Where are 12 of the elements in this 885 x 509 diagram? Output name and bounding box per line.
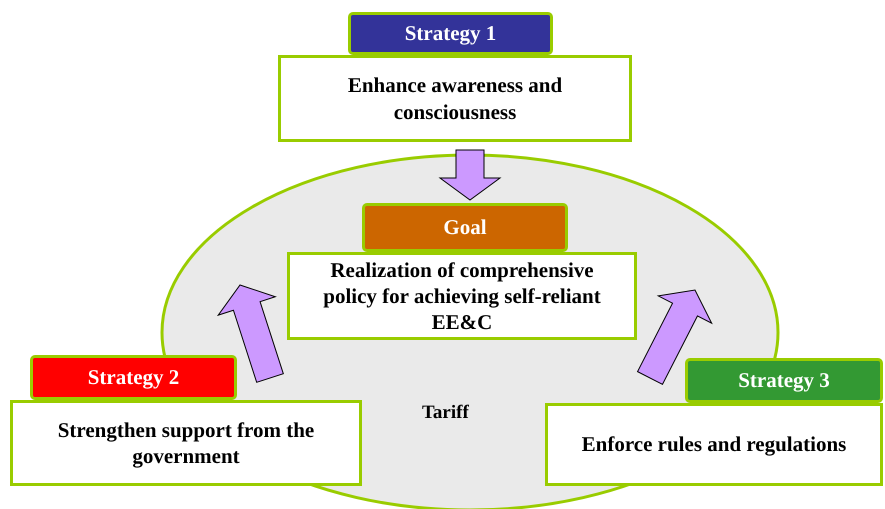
title-tab: Strategy 1: [348, 12, 553, 55]
text-box: Enhance awareness and consciousness: [278, 55, 632, 142]
title-tab: Strategy 3: [685, 358, 883, 403]
text-box: Enforce rules and regulations: [545, 403, 883, 486]
block-arrow: [438, 150, 502, 201]
text-box: Strengthen support from the government: [10, 400, 362, 486]
label-text: Tariff: [422, 402, 469, 424]
block-arrow: [216, 284, 284, 383]
title-tab: Goal: [362, 203, 568, 252]
text-box: Realization of comprehensive policy for achieving self-reliant EE&C: [287, 252, 637, 340]
title-tab: Strategy 2: [30, 355, 237, 400]
block-arrow: [636, 289, 713, 386]
